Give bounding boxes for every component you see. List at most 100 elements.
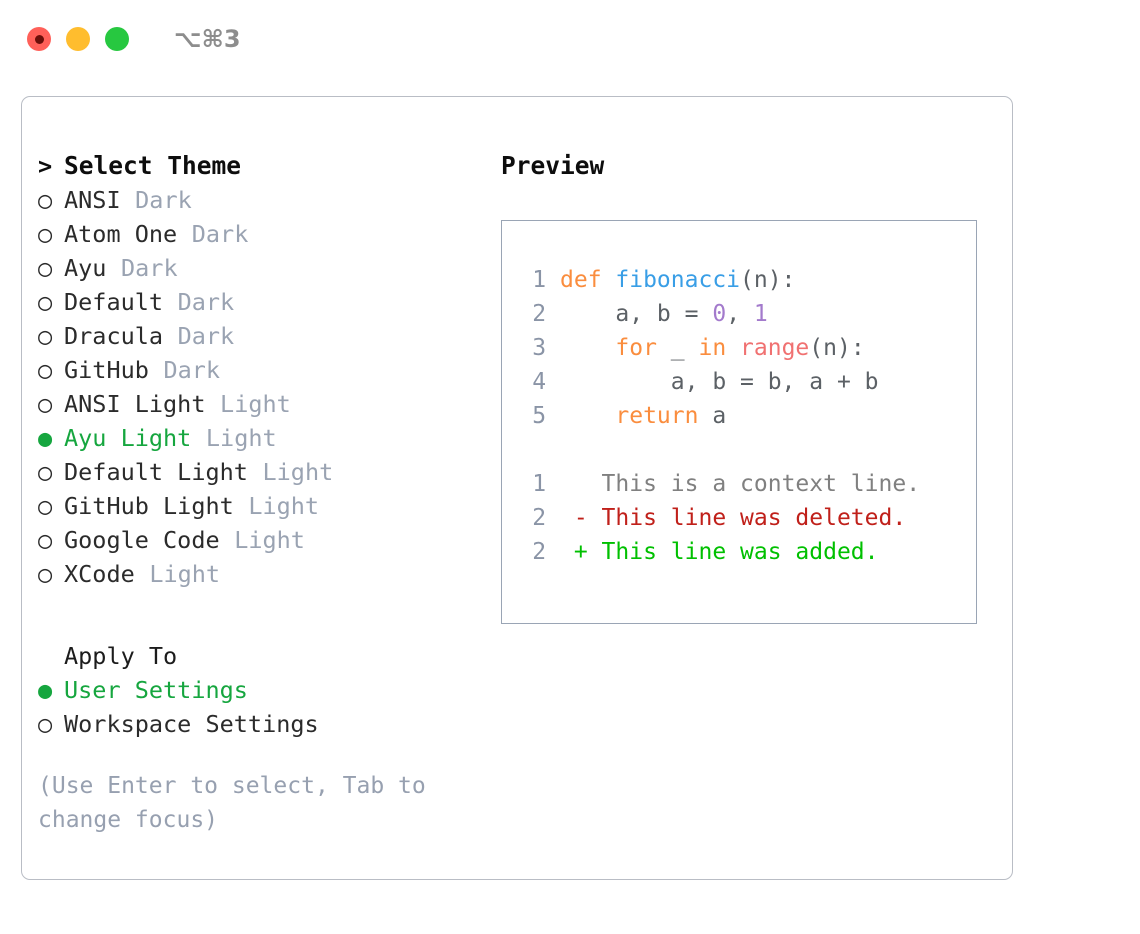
diff-marker: - [573, 505, 588, 531]
code-token: for [615, 335, 657, 361]
apply-to-item[interactable]: ● User Settings [38, 673, 488, 707]
code-line: 4 a, b = b, a + b [522, 365, 920, 399]
apply-to-header: Apply To [38, 639, 488, 673]
theme-kind-label: Dark [121, 254, 178, 282]
theme-name: ANSI Light [64, 390, 206, 418]
list-spacer [38, 591, 488, 639]
theme-kind-label: Light [262, 458, 334, 486]
code-token: return [615, 403, 699, 429]
diff-marker: + [573, 539, 588, 565]
code-line: 3 for _ in range(n): [522, 331, 920, 365]
radio-selected-icon: ● [38, 424, 53, 452]
line-number: 3 [532, 335, 547, 361]
theme-list-item[interactable]: ○ Ayu Dark [38, 251, 488, 285]
theme-name: Default [64, 288, 164, 316]
code-token: (n): [740, 267, 796, 293]
code-line: 2 a, b = 0, 1 [522, 297, 920, 331]
radio-unselected-icon: ○ [38, 390, 53, 418]
theme-list-item[interactable]: ○ Atom One Dark [38, 217, 488, 251]
code-token: a, b = b, a + b [560, 369, 879, 395]
theme-kind-label: Light [248, 492, 320, 520]
diff-text: This line was added. [587, 539, 879, 565]
line-number: 1 [532, 471, 547, 497]
theme-list-item[interactable]: ○ GitHub Dark [38, 353, 488, 387]
theme-list-item[interactable]: ● Ayu Light Light [38, 421, 488, 455]
code-token: (n): [809, 335, 865, 361]
theme-list-item[interactable]: ○ GitHub Light Light [38, 489, 488, 523]
diff-line: 1 This is a context line. [522, 467, 920, 501]
theme-kind-label: Light [234, 526, 305, 554]
keyboard-hint-text: (Use Enter to select, Tab to change focu… [38, 773, 426, 833]
preview-column: Preview 1 def fibonacci(n):2 a, b = 0, 1… [501, 149, 991, 624]
theme-kind-label: Dark [177, 288, 235, 316]
code-token: , [726, 301, 754, 327]
code-line: 5 return a [522, 399, 920, 433]
theme-kind-label: Dark [163, 356, 221, 384]
select-theme-title: Select Theme [64, 151, 242, 180]
apply-to-item[interactable]: ○Workspace Settings [38, 707, 488, 741]
radio-unselected-icon: ○ [38, 220, 53, 248]
radio-selected-icon: ● [38, 676, 53, 704]
diff-line: 2 - This line was deleted. [522, 501, 920, 535]
theme-kind-label: Light [149, 560, 221, 588]
apply-to-label: Workspace Settings [64, 710, 319, 738]
hint-spacer [38, 741, 488, 769]
theme-list-item[interactable]: ○ Default Dark [38, 285, 488, 319]
diff-marker [574, 471, 588, 497]
close-window-button[interactable] [27, 27, 51, 51]
prompt-caret-icon: > [38, 152, 53, 180]
code-token: def [560, 267, 616, 293]
radio-unselected-icon: ○ [38, 560, 53, 588]
theme-name: GitHub Light [64, 492, 234, 520]
theme-kind-label: Light [205, 424, 277, 452]
radio-unselected-icon: ○ [38, 356, 53, 384]
code-token: fibonacci [615, 267, 741, 293]
theme-name: GitHub [64, 356, 149, 384]
radio-unselected-icon: ○ [38, 458, 53, 486]
traffic-light-group [27, 27, 129, 51]
code-token [726, 335, 740, 361]
radio-unselected-icon: ○ [38, 288, 53, 316]
code-line: 1 def fibonacci(n): [522, 263, 920, 297]
window-shortcut-label: ⌥⌘3 [174, 25, 241, 53]
maximize-window-button[interactable] [105, 27, 129, 51]
theme-kind-label: Dark [177, 322, 235, 350]
line-number: 2 [532, 539, 547, 565]
code-token: a, b = [560, 301, 713, 327]
diff-line: 2 + This line was added. [522, 535, 920, 569]
diff-text: This line was deleted. [587, 505, 907, 531]
theme-name: Dracula [64, 322, 164, 350]
code-token: 1 [753, 301, 768, 327]
line-number: 2 [532, 301, 547, 327]
theme-name: Atom One [64, 220, 178, 248]
theme-name: Ayu Light [64, 424, 192, 452]
code-token: in [698, 335, 727, 361]
radio-unselected-icon: ○ [38, 254, 53, 282]
line-number: 5 [532, 403, 547, 429]
theme-kind-label: Dark [191, 220, 249, 248]
theme-list-item[interactable]: ○ XCode Light [38, 557, 488, 591]
minimize-window-button[interactable] [66, 27, 90, 51]
theme-name: XCode [64, 560, 135, 588]
title-bar: ⌥⌘3 [0, 0, 1140, 78]
code-token [560, 403, 615, 429]
code-token: 0 [712, 301, 727, 327]
apply-to-label: User Settings [64, 676, 248, 704]
theme-name: Ayu [64, 254, 107, 282]
radio-unselected-icon: ○ [38, 492, 53, 520]
theme-name: Google Code [64, 526, 220, 554]
line-number: 4 [532, 369, 547, 395]
code-token: range [740, 335, 810, 361]
preview-title: Preview [501, 151, 605, 180]
